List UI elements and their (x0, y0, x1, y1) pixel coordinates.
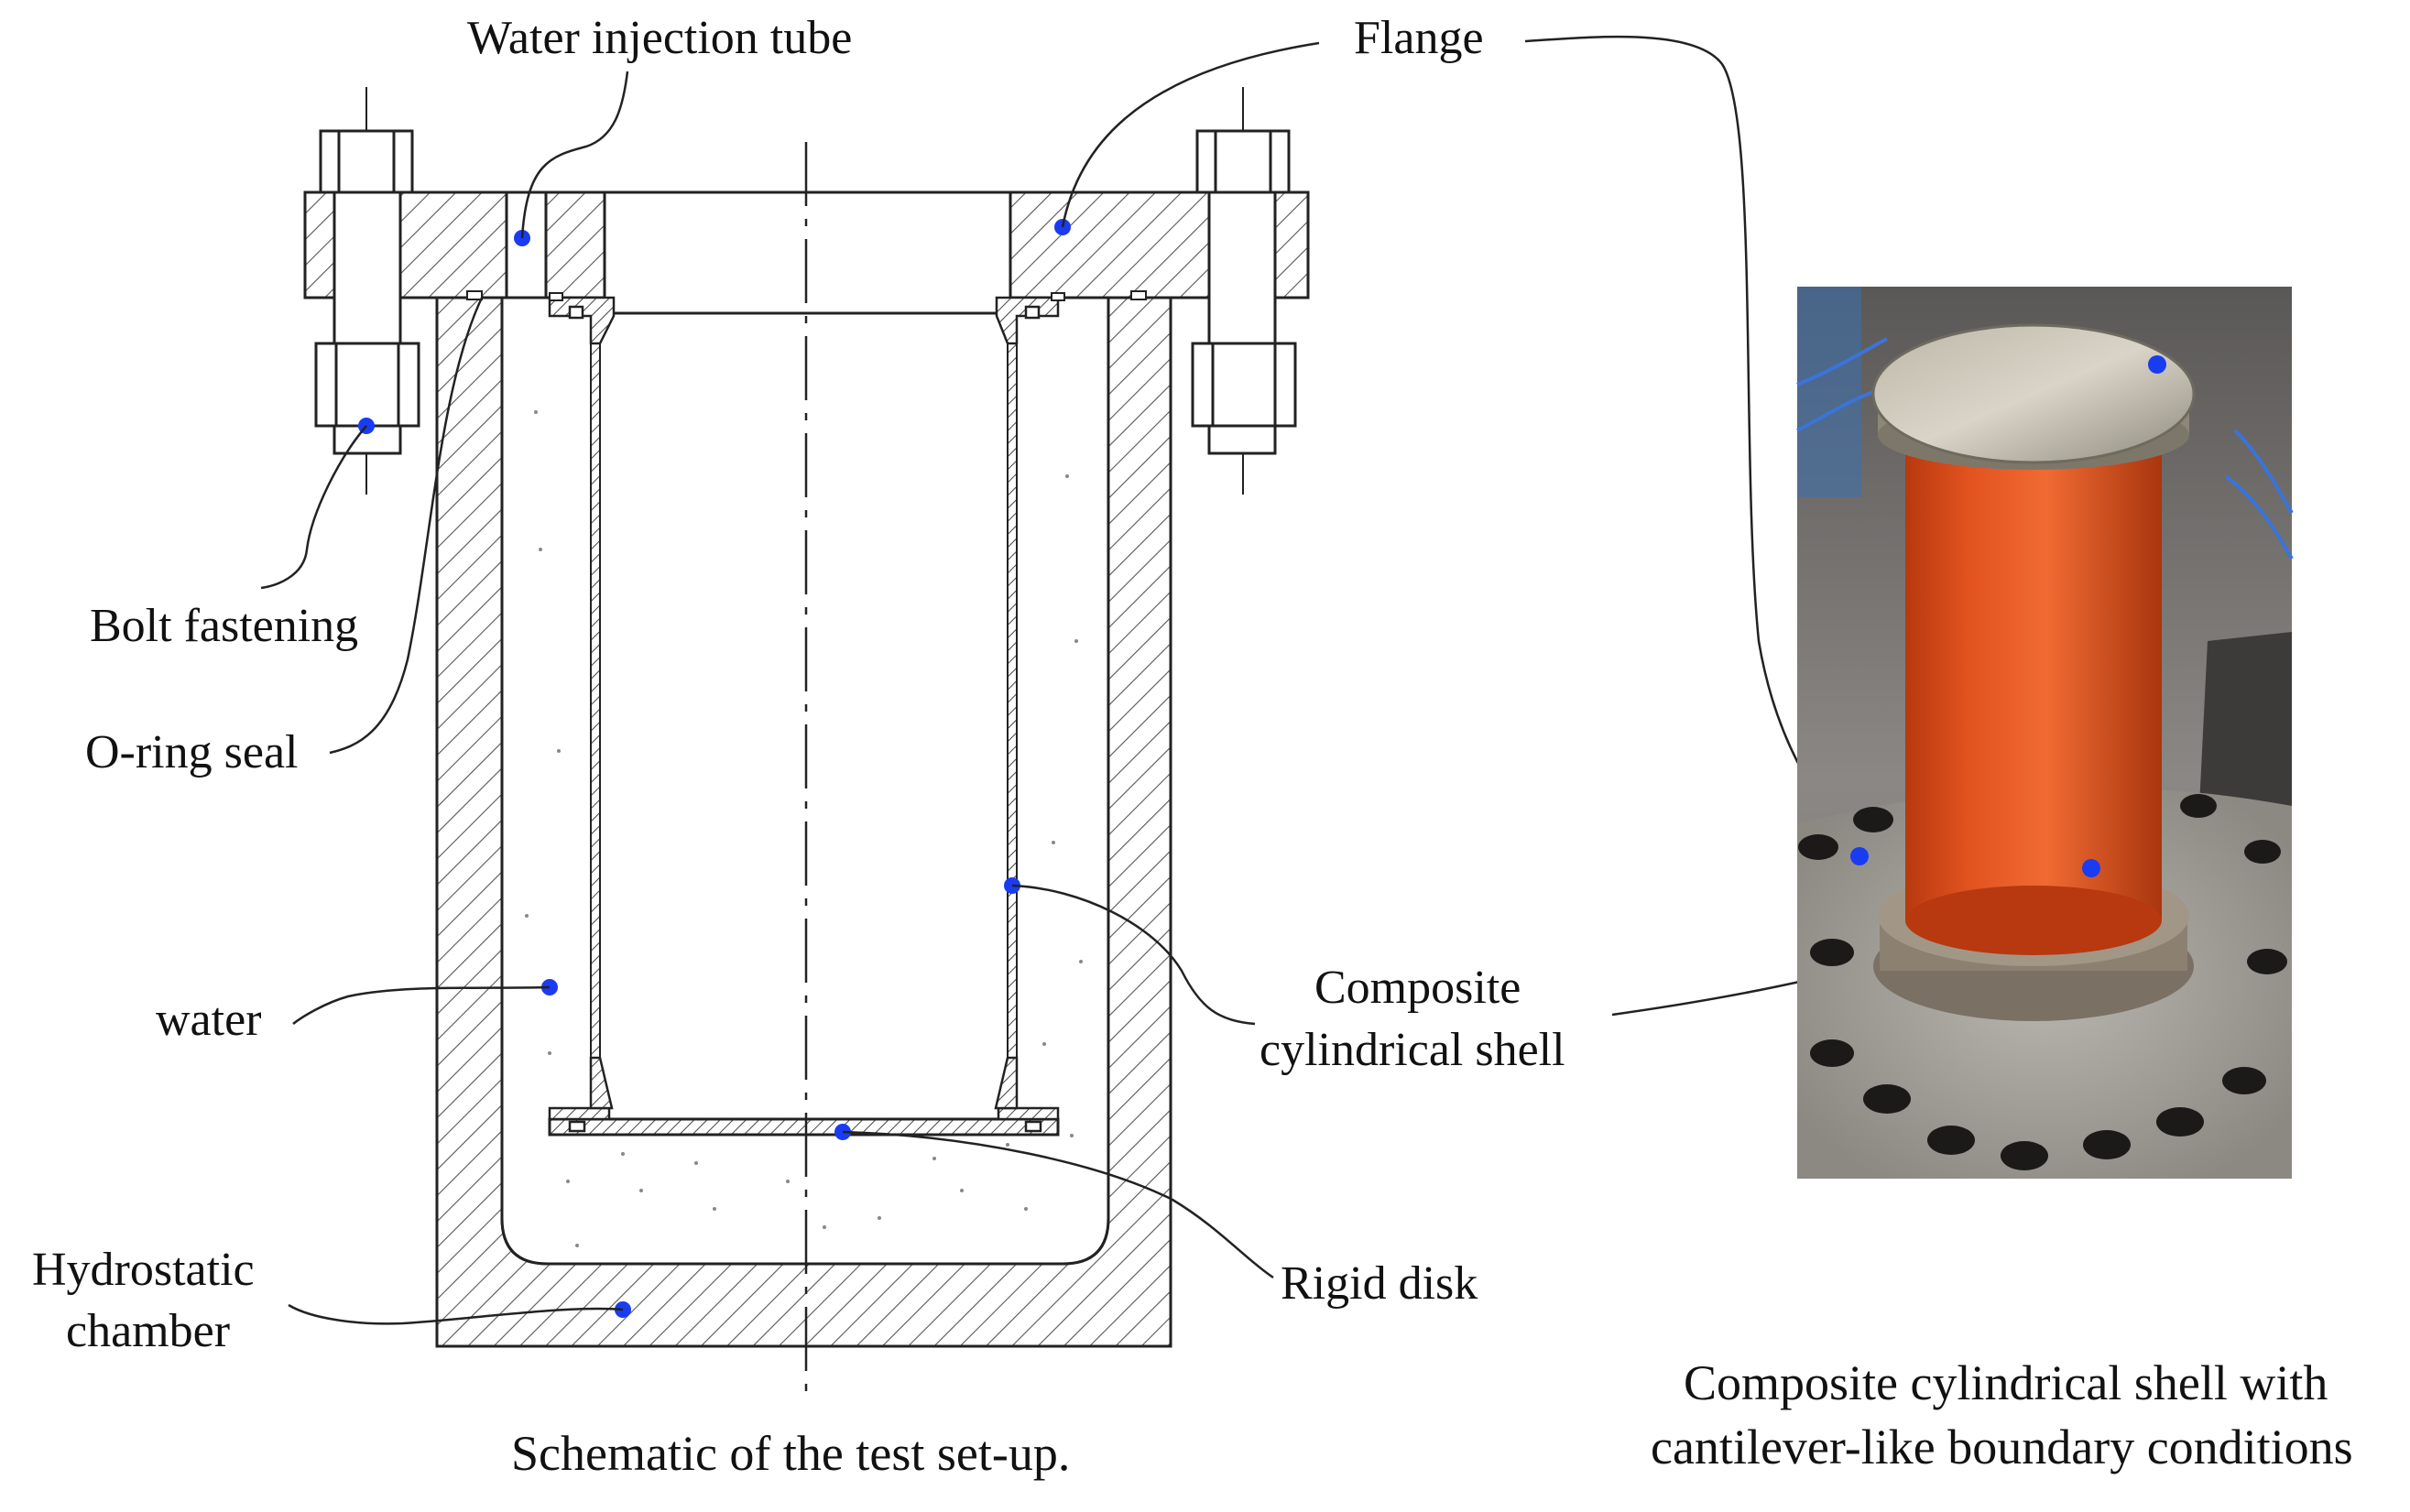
composite-shell-wall-right (1007, 315, 1018, 1109)
label-rigid-disk: Rigid disk (1281, 1257, 1478, 1310)
water-speckles (525, 410, 1083, 1247)
composite-shell-photo (1905, 403, 2162, 920)
leader-lines (260, 35, 2092, 1325)
flange-opening (603, 190, 1012, 315)
labels: Water injection tube Flange Bolt fasteni… (32, 12, 1565, 1357)
label-composite-shell-line2: cylindrical shell (1260, 1024, 1565, 1076)
plate-bolt-holes (1798, 794, 2287, 1170)
schematic (260, 35, 2092, 1397)
label-water: water (156, 994, 261, 1046)
marker-photo-plate (1850, 847, 1869, 865)
caption-schematic: Schematic of the test set-up. (511, 1426, 1070, 1481)
marker-photo-flange (2148, 355, 2166, 374)
label-o-ring-seal: O-ring seal (85, 726, 298, 778)
marker-photo-shell (2082, 859, 2100, 877)
label-bolt-fastening: Bolt fastening (90, 600, 358, 652)
rigid-disk (548, 1117, 1060, 1137)
label-composite-shell-line1: Composite (1314, 962, 1521, 1014)
bolt-right (1191, 87, 1297, 495)
label-hydrostatic-line1: Hydrostatic (32, 1244, 255, 1296)
top-cap (1871, 323, 2196, 464)
caption-photo-line1: Composite cylindrical shell with (1684, 1355, 2328, 1410)
label-hydrostatic-line2: chamber (66, 1305, 230, 1357)
o-ring-seals (466, 290, 1147, 301)
composite-shell-wall-left (590, 315, 601, 1109)
label-flange: Flange (1354, 12, 1484, 64)
photo-markers (1850, 355, 2166, 877)
photograph (1796, 287, 2294, 1179)
top-clamp-ring (548, 296, 1060, 345)
caption-photo-line2: cantilever-like boundary conditions (1651, 1420, 2353, 1474)
bolt-left (314, 87, 420, 495)
captions: Schematic of the test set-up. Composite … (511, 1355, 2353, 1481)
bottom-clamp-ring (548, 1056, 1060, 1133)
label-water-injection-tube: Water injection tube (467, 12, 852, 64)
